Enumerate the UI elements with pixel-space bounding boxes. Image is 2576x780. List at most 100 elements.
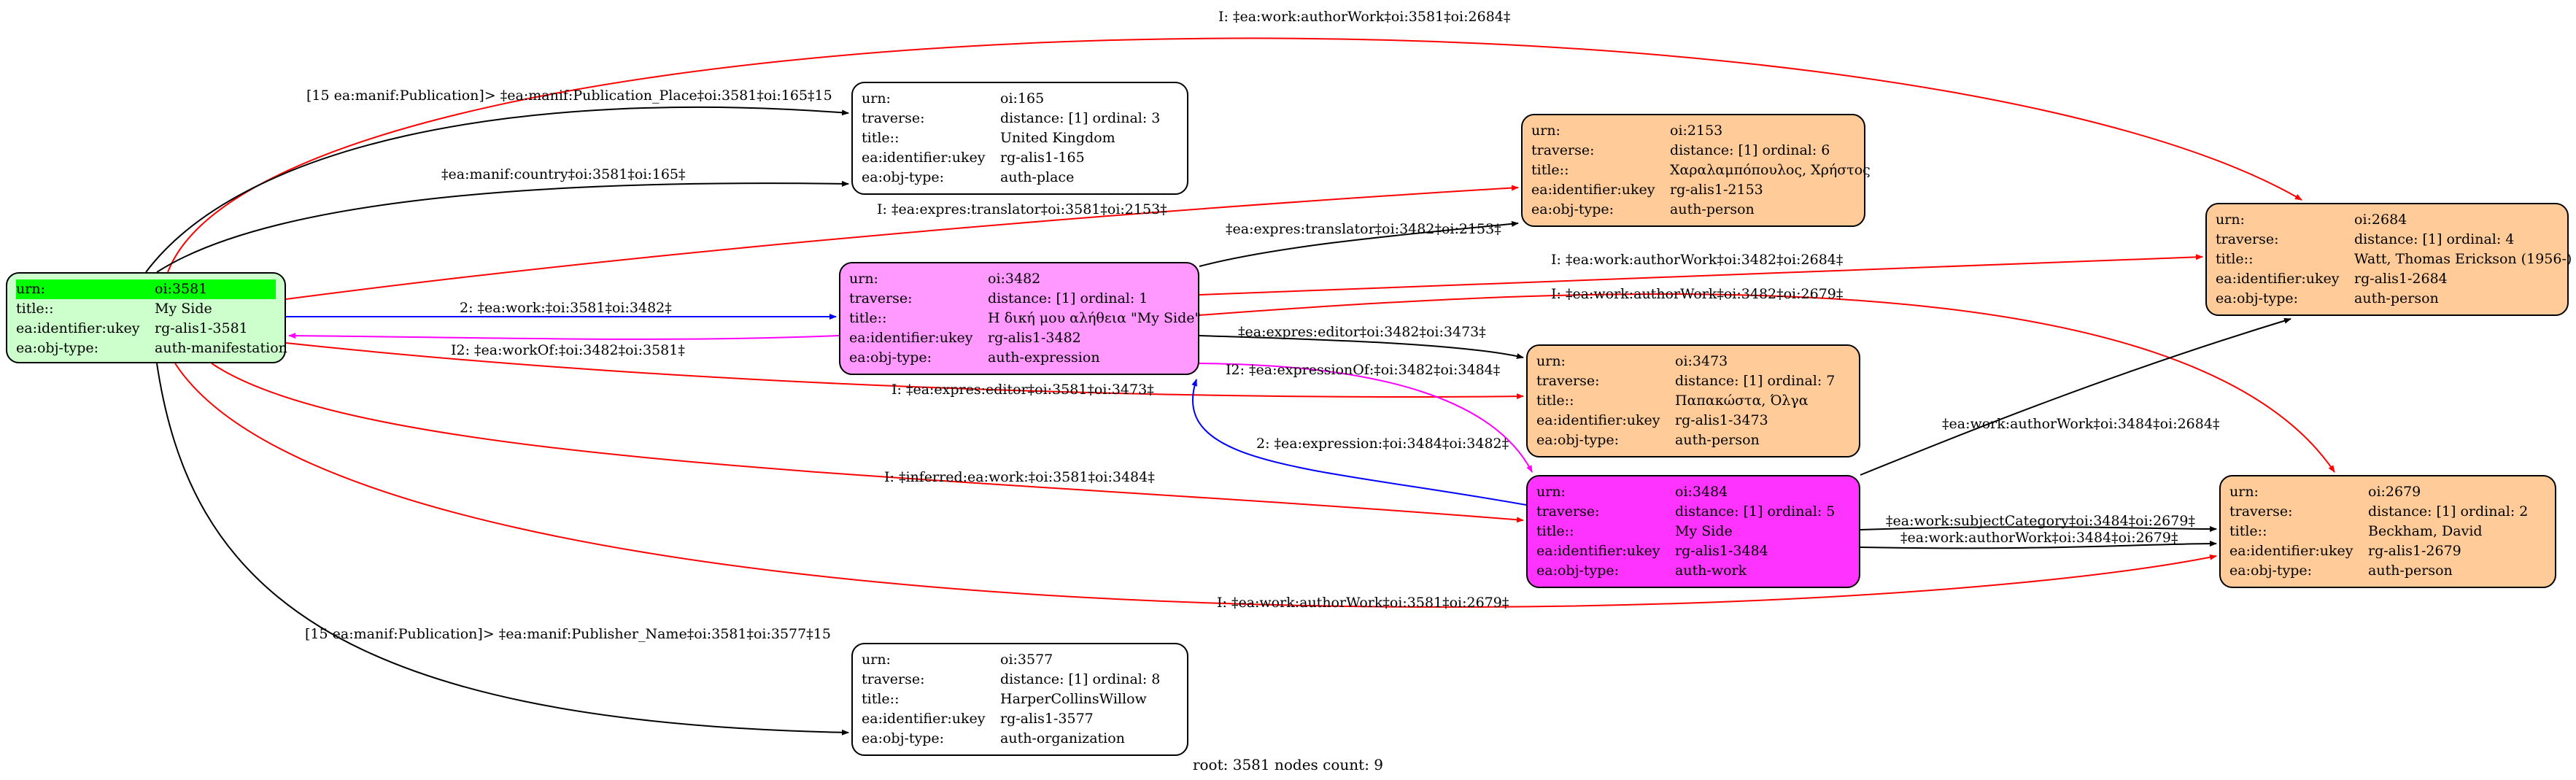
node-field-value: distance: [1] ordinal: 6 — [1670, 142, 1830, 158]
node-field-value: distance: [1] ordinal: 5 — [1675, 503, 1836, 520]
node-field-row: urn:oi:165 — [862, 89, 1178, 109]
node-field-value: rg-alis1-3577 — [1000, 711, 1094, 727]
node-field-key: ea:obj-type: — [1531, 201, 1614, 217]
node-field-key: ea:identifier:ukey — [2216, 271, 2340, 287]
node-field-key: urn: — [2229, 484, 2259, 500]
node-field-value: Χαραλαμπόπουλος, Χρήστος — [1670, 162, 1871, 178]
node-field-row: title::HarperCollinsWillow — [862, 690, 1178, 709]
node-field-value: auth-manifestation — [155, 340, 287, 356]
node-field-value: oi:3484 — [1675, 484, 1728, 500]
edge-label: [15 ea:manif:Publication]> ‡ea:manif:Pub… — [305, 626, 831, 642]
node-field-row: urn: oi:3484 — [1536, 482, 1850, 502]
node-field-row: ea:obj-type: auth-expression — [849, 348, 1189, 368]
edge-n3482-n2153 — [1199, 220, 1519, 267]
node-field-key: ea:obj-type: — [849, 350, 932, 366]
node-field-key: title:: — [1531, 162, 1569, 178]
edge-n3581-n2684 — [167, 37, 2302, 273]
node-field-value: rg-alis1-3473 — [1675, 412, 1768, 428]
node-field-value: distance: [1] ordinal: 4 — [2354, 231, 2515, 247]
node-field-key: urn: — [16, 281, 45, 297]
node-field-row: traverse:distance: [1] ordinal: 1 — [849, 289, 1189, 309]
edge-label: I: ‡ea:expres:editor‡oi:3581‡oi:3473‡ — [891, 382, 1154, 398]
edge-label: I: ‡ea:expres:translator‡oi:3581‡oi:2153… — [877, 201, 1167, 217]
node-field-key: ea:identifier:ukey — [862, 711, 986, 727]
node-field-value: My Side — [1675, 523, 1733, 539]
node-field-row: traverse:distance: [1] ordinal: 8 — [862, 670, 1178, 690]
edge-label: [15 ea:manif:Publication]> ‡ea:manif:Pub… — [306, 88, 832, 104]
node-field-row: traverse:distance: [1] ordinal: 2 — [2229, 502, 2546, 522]
node-field-key: urn: — [1531, 123, 1560, 139]
node-field-value: rg-alis1-3482 — [988, 330, 1081, 346]
node-field-key: ea:obj-type: — [1536, 563, 1620, 579]
node-field-row: urn:oi:3581 — [16, 279, 276, 299]
node-field-row: title::Χαραλαμπόπουλος, Χρήστος — [1531, 161, 1871, 180]
node-field-key: urn: — [862, 90, 891, 107]
node-field-key: traverse: — [2216, 231, 2279, 247]
node-field-value: My Side — [155, 301, 212, 317]
node-field-value: oi:2684 — [2354, 212, 2407, 228]
edge-n3482-n3473 — [1199, 335, 1524, 359]
node-field-row: ea:obj-type:auth-manifestation — [16, 339, 287, 358]
node-field-key: ea:obj-type: — [1536, 432, 1620, 448]
node-field-row: ea:obj-type:auth-person — [2216, 289, 2558, 309]
edge-n3581-n165 — [145, 106, 849, 273]
node-field-value: auth-expression — [988, 350, 1100, 366]
edge-label: I: ‡ea:work:authorWork‡oi:3482‡oi:2684‡ — [1551, 252, 1844, 268]
node-field-value: distance: [1] ordinal: 8 — [1000, 671, 1161, 687]
edge-label: ‡ea:work:subjectCategory‡oi:3484‡oi:2679… — [1886, 513, 2195, 529]
node-field-row: traverse:distance: [1] ordinal: 6 — [1531, 141, 1855, 161]
node-field-key: title:: — [862, 130, 900, 146]
node-field-row: urn:oi:3482 — [849, 269, 1189, 289]
node-field-row: ea:obj-type:auth-person — [2229, 561, 2546, 581]
edge-label: I2: ‡ea:workOf:‡oi:3482‡oi:3581‡ — [451, 342, 685, 358]
edge-label: ‡ea:work:authorWork‡oi:3484‡oi:2679‡ — [1900, 530, 2178, 546]
node-field-row: traverse: distance: [1] ordinal: 4 — [2216, 230, 2558, 250]
node-field-value: auth-organization — [1000, 730, 1125, 746]
node-field-row: ea:obj-type:auth-work — [1536, 561, 1850, 581]
edge-n3482-n3484 — [1199, 363, 1533, 473]
edge-n3484-n3482 — [1191, 379, 1527, 506]
edge-n3581-n3577 — [156, 363, 849, 735]
graph-caption: root: 3581 nodes count: 9 — [1192, 756, 1384, 773]
edge-label: ‡ea:expres:translator‡oi:3482‡oi:2153‡ — [1226, 221, 1501, 237]
node-field-key: traverse: — [862, 110, 925, 126]
node-field-row: ea:obj-type:auth-person — [1531, 200, 1855, 220]
node-field-row: title::My Side — [1536, 522, 1850, 541]
node-field-value: distance: [1] ordinal: 2 — [2368, 503, 2529, 520]
node-field-key: urn: — [849, 271, 878, 287]
node-field-row: urn:oi:2684 — [2216, 210, 2558, 230]
node-field-value: distance: [1] ordinal: 7 — [1675, 373, 1836, 389]
node-field-row: urn:oi:3577 — [862, 650, 1178, 670]
node-field-value: rg-alis1-3581 — [155, 320, 248, 336]
node-field-row: traverse:distance: [1] ordinal: 7 — [1536, 371, 1850, 391]
node-field-row: urn:oi:2153 — [1531, 121, 1855, 141]
edge-label: I2: ‡ea:expressionOf:‡oi:3482‡oi:3484‡ — [1226, 362, 1501, 378]
node-field-value: rg-alis1-2684 — [2354, 271, 2448, 287]
node-field-value: Η δική μου αλήθεια "My Side" — [988, 310, 1202, 326]
edge-label: I: ‡ea:work:authorWork‡oi:3482‡oi:2679‡ — [1551, 286, 1844, 302]
node-field-row: ea:identifier:ukey rg-alis1-2684 — [2216, 269, 2558, 289]
edge-n3484-n2679 — [1860, 541, 2217, 549]
node-field-key: ea:identifier:ukey — [1531, 182, 1655, 198]
node-field-key: urn: — [1536, 484, 1566, 500]
node-field-key: title:: — [16, 301, 54, 317]
node-field-key: title:: — [2216, 251, 2254, 267]
edge-label: I: ‡ea:work:authorWork‡oi:3581‡oi:2679‡ — [1217, 595, 1509, 611]
node-field-row: traverse:distance: [1] ordinal: 3 — [862, 109, 1178, 128]
edge-n3581-n3484 — [211, 363, 1524, 523]
node-field-key: ea:identifier:ukey — [16, 320, 140, 336]
node-field-row: ea:identifier:ukey rg-alis1-3577 — [862, 709, 1178, 729]
